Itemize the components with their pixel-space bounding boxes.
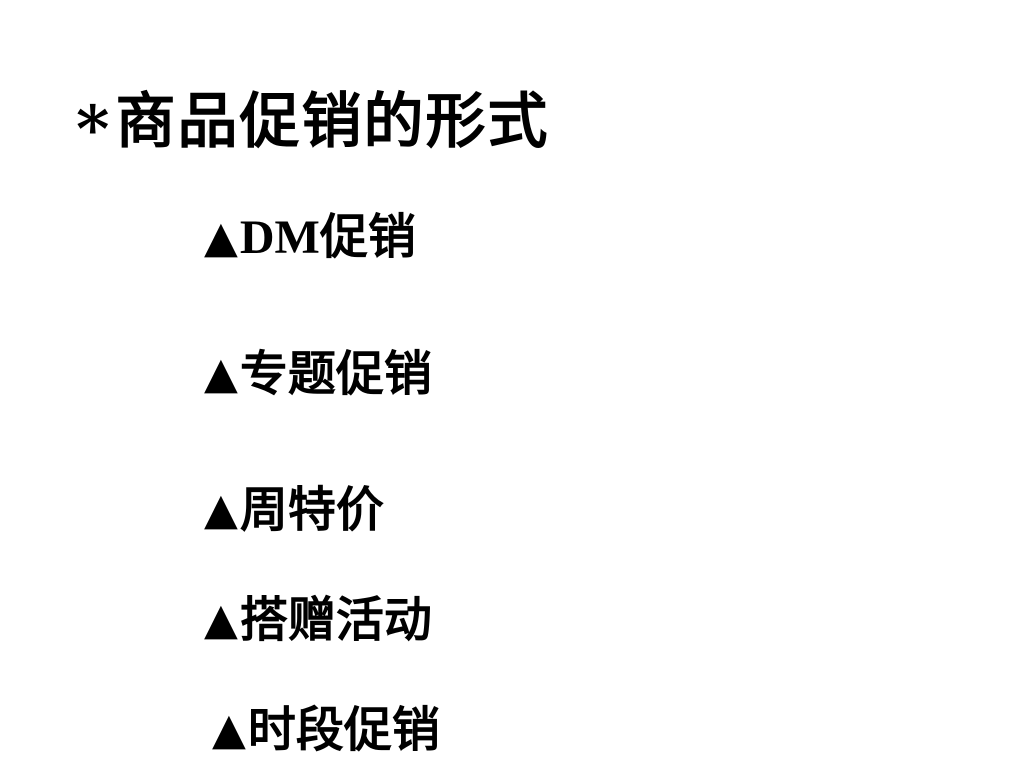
list-item-text: 周特价 — [239, 482, 384, 538]
triangle-bullet-icon: ▲ — [204, 212, 238, 263]
list-item-text: DM促销 — [239, 211, 416, 264]
list-item-dm-promotion: ▲ DM促销 — [204, 208, 416, 268]
list-item-text: 搭赠活动 — [239, 592, 432, 648]
triangle-bullet-icon: ▲ — [204, 484, 238, 535]
list-item-gift-bundle: ▲ 搭赠活动 — [204, 590, 432, 650]
list-item-weekly-special: ▲ 周特价 — [204, 480, 384, 540]
list-item-themed-promotion: ▲ 专题促销 — [204, 344, 432, 404]
list-item-text: 专题促销 — [239, 346, 432, 402]
list-item-text: 时段促销 — [247, 702, 440, 758]
triangle-bullet-icon: ▲ — [204, 348, 238, 399]
asterisk-icon: * — [76, 92, 110, 167]
slide-title-text: 商品促销的形式 — [115, 87, 550, 157]
triangle-bullet-icon: ▲ — [212, 704, 246, 755]
list-item-time-slot-promotion: ▲ 时段促销 — [212, 700, 440, 760]
slide-title: * 商品促销的形式 — [76, 84, 550, 167]
triangle-bullet-icon: ▲ — [204, 594, 238, 645]
